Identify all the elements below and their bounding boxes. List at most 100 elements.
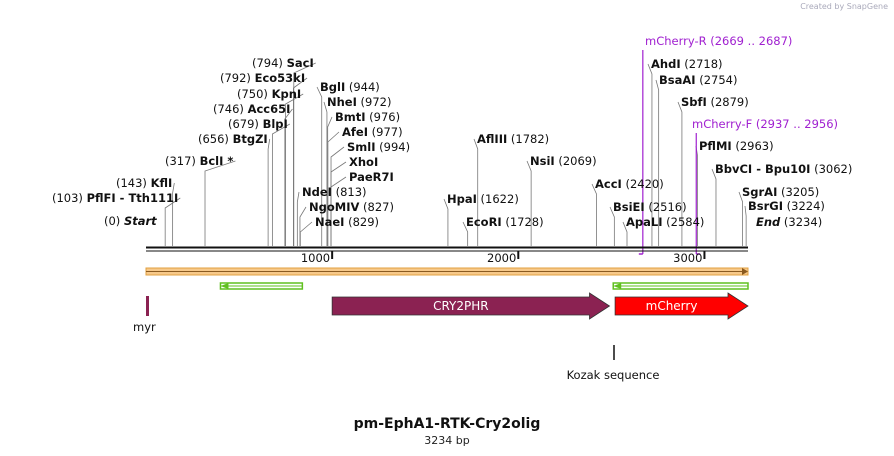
site-apali-label: ApaLI (2584) (626, 215, 704, 229)
site-nsii-leader (526, 160, 532, 246)
site-kfli-leader (172, 182, 175, 246)
site-pflfi-tth111i-leader (164, 197, 181, 246)
site-ahdi-position: (2718) (681, 57, 723, 71)
site-bsaai-name: BsaAI (659, 73, 696, 87)
site-ngomiv-leader (299, 206, 307, 246)
site-afei: AfeI (977) (342, 125, 403, 139)
site-pflfi-tth111i-label: (103) PflFI - Tth111I (52, 191, 178, 205)
site-start: (0) Start (104, 214, 157, 228)
site-eco53ki: (792) Eco53kI (220, 71, 305, 85)
site-blpi-name: BlpI (263, 117, 288, 131)
site-bgli-name: BglI (320, 80, 345, 94)
site-xhoi-label: XhoI (349, 155, 378, 169)
site-hpai: HpaI (1622) (447, 192, 519, 206)
scale-label-3000: 3000 (673, 251, 702, 265)
site-afliii: AflIII (1782) (477, 132, 549, 146)
orf-bar-arrowhead (742, 268, 748, 275)
site-afei-name: AfeI (342, 125, 368, 139)
site-bbvci-bpu10i-label: BbvCI - Bpu10I (3062) (715, 162, 852, 176)
site-end-label: End (3234) (756, 215, 822, 229)
site-bsrgi-position: (3224) (783, 199, 825, 213)
site-btgzi: (656) BtgZI (198, 132, 268, 146)
site-bcli: (317) BclI * (165, 154, 233, 168)
site-sgrai-name: SgrAI (742, 185, 777, 199)
site-kpni-name: KpnI (272, 87, 302, 101)
leader-lines (164, 50, 747, 255)
site-hpai-name: HpaI (447, 192, 477, 206)
site-bmti-name: BmtI (335, 110, 366, 124)
primer-mcherry-f-range: (2937 .. 2956) (752, 117, 838, 131)
site-bbvci-bpu10i-name: BbvCI - Bpu10I (715, 162, 810, 176)
site-blpi-position: (679) (228, 117, 263, 131)
site-bbvci-bpu10i: BbvCI - Bpu10I (3062) (715, 162, 852, 176)
site-nhei-label: NheI (972) (327, 95, 391, 109)
site-ngomiv: NgoMIV (827) (309, 200, 394, 214)
site-acc65i: (746) Acc65I (213, 102, 290, 116)
site-afei-label: AfeI (977) (342, 125, 403, 139)
site-start-position: (0) (104, 214, 124, 228)
site-smli-label: SmlI (994) (347, 140, 410, 154)
site-ngomiv-label: NgoMIV (827) (309, 200, 394, 214)
site-kpni-position: (750) (237, 87, 272, 101)
site-ngomiv-name: NgoMIV (309, 200, 359, 214)
site-kfli-label: (143) KflI (116, 176, 172, 190)
site-bsrgi-label: BsrGI (3224) (748, 199, 825, 213)
site-paer7i-label: PaeR7I (349, 170, 394, 184)
site-sbfi-leader (677, 101, 683, 246)
site-nsii: NsiI (2069) (530, 154, 597, 168)
site-ndei-position: (813) (332, 185, 367, 199)
site-nsii-position: (2069) (555, 154, 597, 168)
site-blpi-leader (271, 123, 291, 246)
primer-mcherry-r-range: (2669 .. 2687) (707, 34, 793, 48)
site-naei-leader (299, 221, 313, 246)
site-paer7i-name: PaeR7I (349, 170, 394, 184)
feature-cry2phr-arrow (331, 292, 611, 320)
site-sgrai-position: (3205) (777, 185, 819, 199)
site-pflmi-position: (2963) (732, 139, 774, 153)
site-ndei: NdeI (813) (302, 185, 367, 199)
site-sbfi-position: (2879) (707, 95, 749, 109)
site-acci-leader (591, 183, 597, 246)
site-ndei-leader (296, 191, 300, 246)
site-sbfi-name: SbfI (681, 95, 707, 109)
primer-mcherry-f-label: mCherry-F (2937 .. 2956) (692, 117, 838, 131)
site-nhei-position: (972) (357, 95, 392, 109)
site-afliii-name: AflIII (477, 132, 507, 146)
site-bcli-position: (317) (165, 154, 200, 168)
site-ahdi: AhdI (2718) (651, 57, 723, 71)
site-sgrai: SgrAI (3205) (742, 185, 819, 199)
site-btgzi-position: (656) (198, 132, 233, 146)
site-pflmi-label: PflMI (2963) (699, 139, 774, 153)
site-labels: (0) Start (103) PflFI - Tth111I(143) KflI… (52, 34, 852, 229)
site-afliii-leader (473, 138, 479, 246)
site-saci-leader (293, 62, 316, 246)
feature-mcherry-label: mCherry (646, 299, 698, 313)
site-kpni-label: (750) KpnI (237, 87, 301, 101)
site-acci-label: AccI (2420) (595, 177, 664, 191)
site-bsiei-label: BsiEI (2516) (613, 200, 687, 214)
site-bsrgi: BsrGI (3224) (748, 199, 825, 213)
site-kpni-leader (285, 93, 304, 246)
site-kfli: (143) KflI (116, 176, 172, 190)
site-naei-position: (829) (344, 215, 379, 229)
site-apali: ApaLI (2584) (626, 215, 704, 229)
site-afliii-position: (1782) (507, 132, 549, 146)
site-ahdi-leader (647, 63, 653, 246)
site-sbfi: SbfI (2879) (681, 95, 749, 109)
site-bgli-label: BglI (944) (320, 80, 380, 94)
feature-myr-label: myr (133, 320, 156, 334)
site-smli: SmlI (994) (347, 140, 410, 154)
site-nhei: NheI (972) (327, 95, 391, 109)
site-pflmi-name: PflMI (699, 139, 732, 153)
site-pflfi-tth111i: (103) PflFI - Tth111I (52, 191, 178, 205)
primer-mcherry-r-label: mCherry-R (2669 .. 2687) (645, 34, 792, 48)
feature-kozak-sequence-label: Kozak sequence (567, 368, 660, 382)
site-acc65i-position: (746) (213, 102, 248, 116)
site-pflfi-tth111i-name: PflFI - Tth111I (87, 191, 179, 205)
site-acc65i-leader (284, 108, 293, 246)
site-acc65i-label: (746) Acc65I (213, 102, 290, 116)
site-ahdi-name: AhdI (651, 57, 681, 71)
site-saci: (794) SacI (252, 56, 314, 70)
